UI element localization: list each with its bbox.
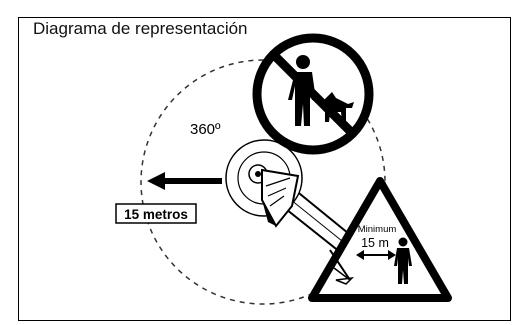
diagram-title: Diagrama de representación	[33, 19, 248, 38]
trimmer-head-icon	[225, 139, 356, 254]
no-people-no-pets-icon	[252, 33, 374, 155]
warning-distance-label: 15 m	[361, 236, 389, 250]
warning-minimum-label: Minimum	[358, 224, 397, 235]
angle-label: 360º	[190, 121, 221, 138]
distance-label: 15 metros	[124, 207, 188, 222]
person-icon	[394, 237, 412, 284]
warning-triangle-icon: Minimum 15 m	[308, 177, 452, 302]
distance-arrow	[147, 172, 222, 190]
distance-box: 15 metros	[115, 203, 197, 224]
warning-distance-arrow	[356, 250, 396, 260]
